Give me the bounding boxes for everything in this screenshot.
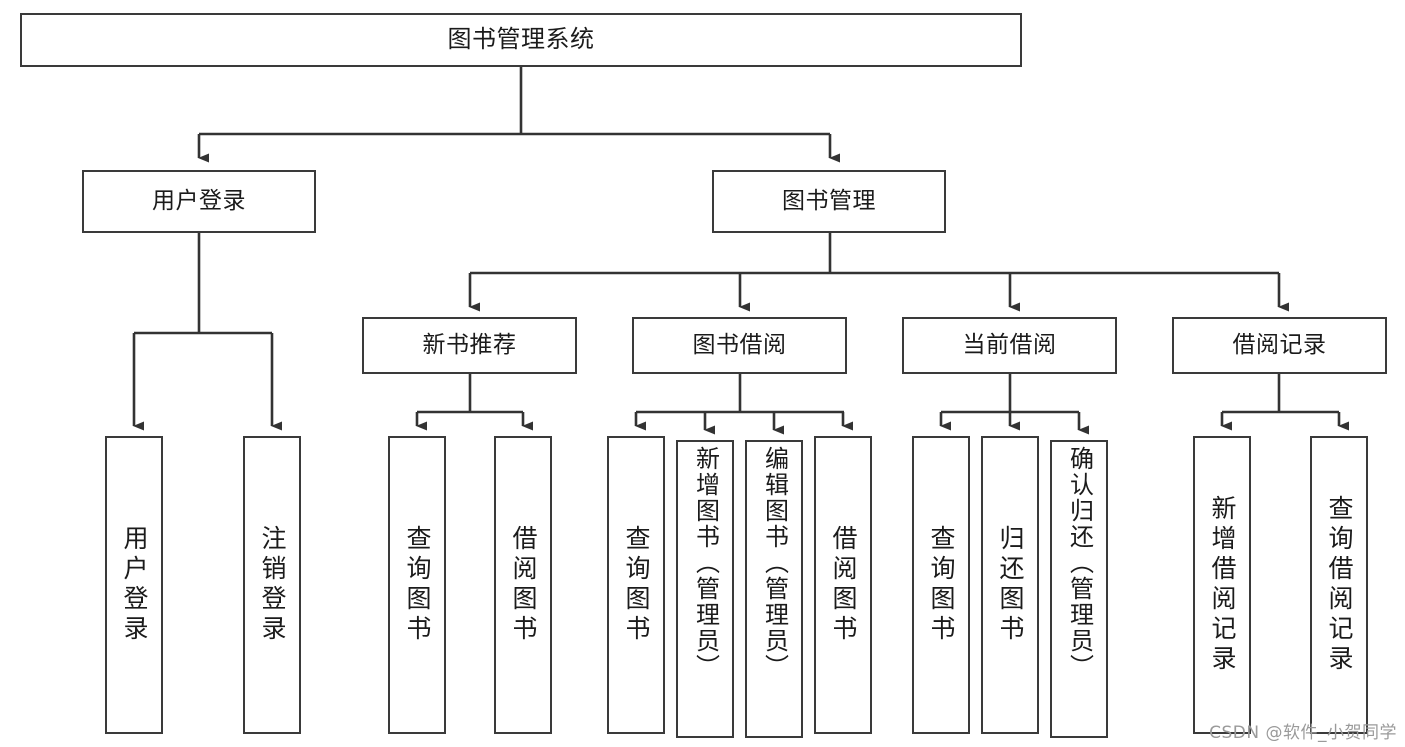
leaf-user-login-signin-label: 用户登录 bbox=[120, 525, 149, 645]
node-book-borrow-label: 图书借阅 bbox=[692, 332, 787, 359]
leaf-user-login-signout-label: 注销登录 bbox=[258, 525, 287, 645]
node-book-borrow[interactable]: 图书借阅 bbox=[632, 317, 847, 374]
leaf-borrow-edit-book-admin[interactable]: 编辑图书（管理员） bbox=[745, 440, 803, 738]
node-borrow-record-label: 借阅记录 bbox=[1232, 332, 1327, 359]
node-book-management[interactable]: 图书管理 bbox=[712, 170, 946, 233]
leaf-borrow-query-book[interactable]: 查询图书 bbox=[607, 436, 665, 734]
leaf-borrow-query-book-label: 查询图书 bbox=[622, 525, 651, 645]
leaf-user-login-signout[interactable]: 注销登录 bbox=[243, 436, 301, 734]
leaf-record-add-record[interactable]: 新增借阅记录 bbox=[1193, 436, 1251, 734]
leaf-borrow-borrow-book-label: 借阅图书 bbox=[829, 525, 858, 645]
leaf-borrow-borrow-book[interactable]: 借阅图书 bbox=[814, 436, 872, 734]
leaf-current-query-book[interactable]: 查询图书 bbox=[912, 436, 970, 734]
node-new-book-recommend[interactable]: 新书推荐 bbox=[362, 317, 577, 374]
leaf-borrow-edit-book-admin-label: 编辑图书（管理员） bbox=[760, 446, 789, 680]
leaf-record-query-record[interactable]: 查询借阅记录 bbox=[1310, 436, 1368, 734]
node-user-login[interactable]: 用户登录 bbox=[82, 170, 316, 233]
leaf-record-add-record-label: 新增借阅记录 bbox=[1208, 495, 1237, 675]
leaf-current-query-book-label: 查询图书 bbox=[927, 525, 956, 645]
node-book-management-label: 图书管理 bbox=[782, 188, 876, 215]
leaf-new-book-borrow-label: 借阅图书 bbox=[509, 525, 538, 645]
node-root-library-system[interactable]: 图书管理系统 bbox=[20, 13, 1022, 67]
leaf-current-return-book[interactable]: 归还图书 bbox=[981, 436, 1039, 734]
leaf-borrow-add-book-admin-label: 新增图书（管理员） bbox=[691, 446, 720, 680]
node-new-book-recommend-label: 新书推荐 bbox=[422, 332, 517, 359]
leaf-user-login-signin[interactable]: 用户登录 bbox=[105, 436, 163, 734]
leaf-record-query-record-label: 查询借阅记录 bbox=[1325, 495, 1354, 675]
node-current-borrow-label: 当前借阅 bbox=[962, 332, 1057, 359]
node-borrow-record[interactable]: 借阅记录 bbox=[1172, 317, 1387, 374]
leaf-borrow-add-book-admin[interactable]: 新增图书（管理员） bbox=[676, 440, 734, 738]
node-root-label: 图书管理系统 bbox=[447, 25, 595, 54]
leaf-current-confirm-return-admin[interactable]: 确认归还（管理员） bbox=[1050, 440, 1108, 738]
leaf-current-return-book-label: 归还图书 bbox=[996, 525, 1025, 645]
node-user-login-label: 用户登录 bbox=[152, 188, 246, 215]
leaf-current-confirm-return-admin-label: 确认归还（管理员） bbox=[1065, 446, 1094, 680]
csdn-watermark: CSDN @软件_小贺同学 bbox=[1209, 723, 1397, 743]
node-current-borrow[interactable]: 当前借阅 bbox=[902, 317, 1117, 374]
leaf-new-book-query-label: 查询图书 bbox=[403, 525, 432, 645]
leaf-new-book-borrow[interactable]: 借阅图书 bbox=[494, 436, 552, 734]
leaf-new-book-query[interactable]: 查询图书 bbox=[388, 436, 446, 734]
